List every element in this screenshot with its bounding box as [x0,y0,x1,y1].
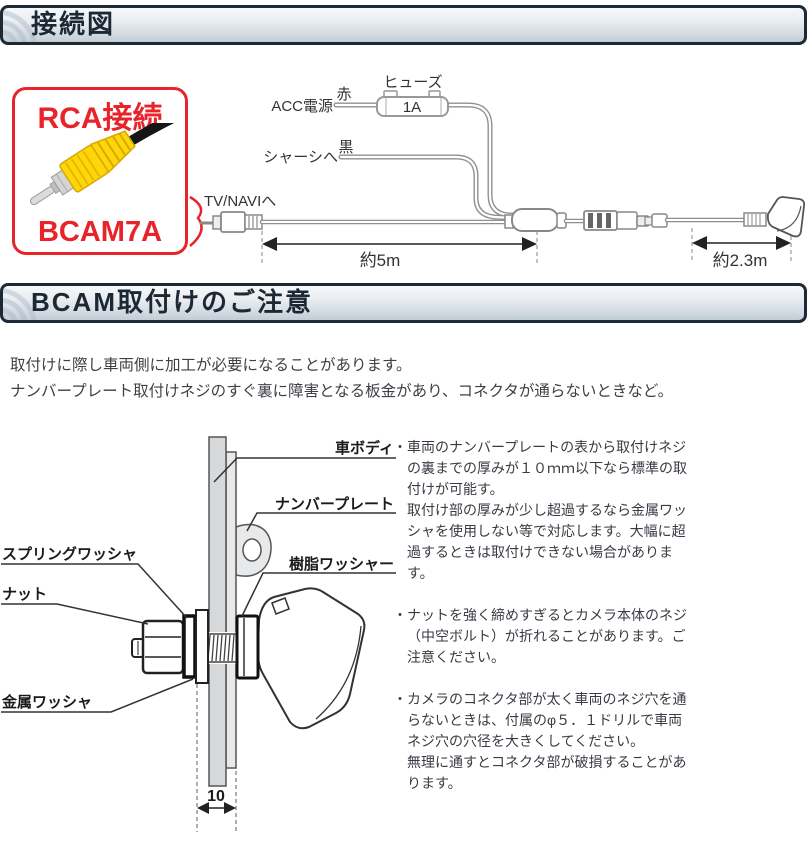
rca-model-number: BCAM7A [37,216,163,248]
black-wire-label: 黒 [338,139,353,156]
car-body-label: 車ボディ [335,439,394,457]
car-body-shape [208,436,227,787]
rca-callout: RCA接続 [12,87,188,255]
spring-washer-shape [182,614,197,679]
note-bullet: ・ [393,607,407,623]
rca-connector-icon [29,123,174,206]
main-cable-length: 約5m [360,251,401,270]
notice-intro: 取付けに際し車両側に加工が必要になることがあります。 ナンバープレート取付けネジ… [10,357,674,400]
spring-washer-label: スプリングワッシャ [2,545,137,563]
metal-washer-shape [195,609,209,684]
red-wire-label: 赤 [336,86,351,103]
number-plate-shape [225,451,272,769]
note-text: 車両のナンバープレートの表から取付けネジの裏までの厚みが１０ｍｍ以下なら標準の取… [407,439,687,581]
fuse-rating: 1A [403,99,421,116]
note-item: ・ カメラのコネクタ部が太く車両のネジ穴を通らないときは、付属のφ５．１ドリルで… [393,689,693,794]
acc-power-label: ACC電源 [271,98,333,115]
fuse-label: ヒューズ [383,74,442,91]
resin-washer-shape [235,614,260,680]
nut-label: ナット [2,586,47,603]
bolt-thread-shape [205,632,237,664]
note-bullet: ・ [393,439,407,455]
number-plate-label: ナンバープレート [275,496,394,513]
camera-plug-icon [583,210,650,231]
section-title: BCAM取付けのご注意 [31,287,313,317]
nut-shape [131,619,185,675]
tv-navi-label: TV/NAVIへ [204,193,276,210]
section-header-install-notice: BCAM取付けのご注意 [0,283,807,323]
section-title: 接続図 [31,9,116,39]
note-item: ・ 車両のナンバープレートの表から取付けネジの裏までの厚みが１０ｍｍ以下なら標準… [393,437,693,584]
note-bullet: ・ [393,691,407,707]
metal-washer-label: 金属ワッシャ [1,693,92,711]
rca-plug-icon [199,211,263,233]
resin-washer-label: 樹脂ワッシャー [289,555,394,573]
note-text: カメラのコネクタ部が太く車両のネジ穴を通らないときは、付属のφ５．１ドリルで車両… [407,691,687,791]
notes-list: ・ 車両のナンバープレートの表から取付けネジの裏までの厚みが１０ｍｍ以下なら標準… [393,437,693,815]
camera-cable-icon [644,213,668,228]
callout-tail [189,195,203,247]
chassis-label: シャーシへ [263,149,338,166]
install-diagram: 車ボディ ナンバープレート 樹脂ワッシャー スプリングワッシャ ナット 金属ワッ… [1,436,396,832]
fuse-icon [376,90,449,117]
note-text: ナットを強く締めすぎるとカメラ本体のネジ（中空ボルト）が折れることがあります。ご… [407,607,687,665]
wiring-diagram: ヒューズ 1A 赤 ACC電源 黒 シャーシへ TV/NAVIへ [189,74,806,270]
section-header-connection-diagram: 接続図 [0,5,807,45]
note-item: ・ ナットを強く締めすぎるとカメラ本体のネジ（中空ボルト）が折れることがあります… [393,605,693,668]
camera-cable-length: 約2.3m [713,251,768,270]
thickness-dimension: 10 [207,788,225,805]
camera-body-shape [256,587,366,730]
junction-connector-icon [504,208,567,232]
camera-head-icon [743,196,806,238]
